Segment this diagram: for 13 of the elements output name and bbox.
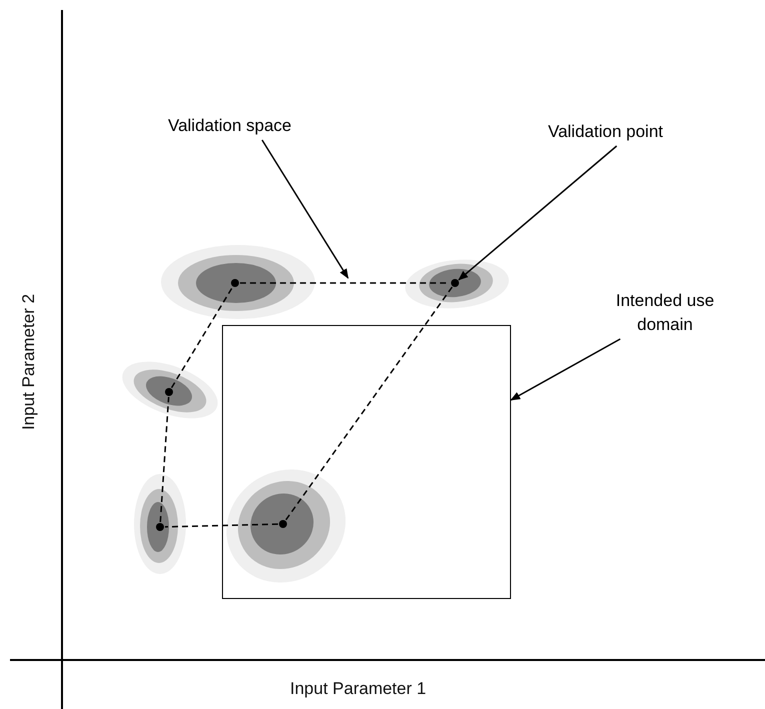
domain-rectangle xyxy=(222,325,511,599)
axis-title: Input Parameter 2 xyxy=(18,292,39,432)
callout-label: Intended use domain xyxy=(592,289,738,339)
leader-line xyxy=(458,145,618,280)
dashed-line xyxy=(285,286,453,520)
leader-line xyxy=(510,338,621,401)
callout-label: Validation space xyxy=(168,114,340,140)
dashed-line xyxy=(160,396,170,522)
axis-title: Input Parameter 1 xyxy=(290,678,426,700)
callout-label: Validation point xyxy=(548,120,716,146)
dashed-line xyxy=(170,286,234,388)
dashed-line xyxy=(164,523,278,528)
leader-line xyxy=(261,140,349,279)
